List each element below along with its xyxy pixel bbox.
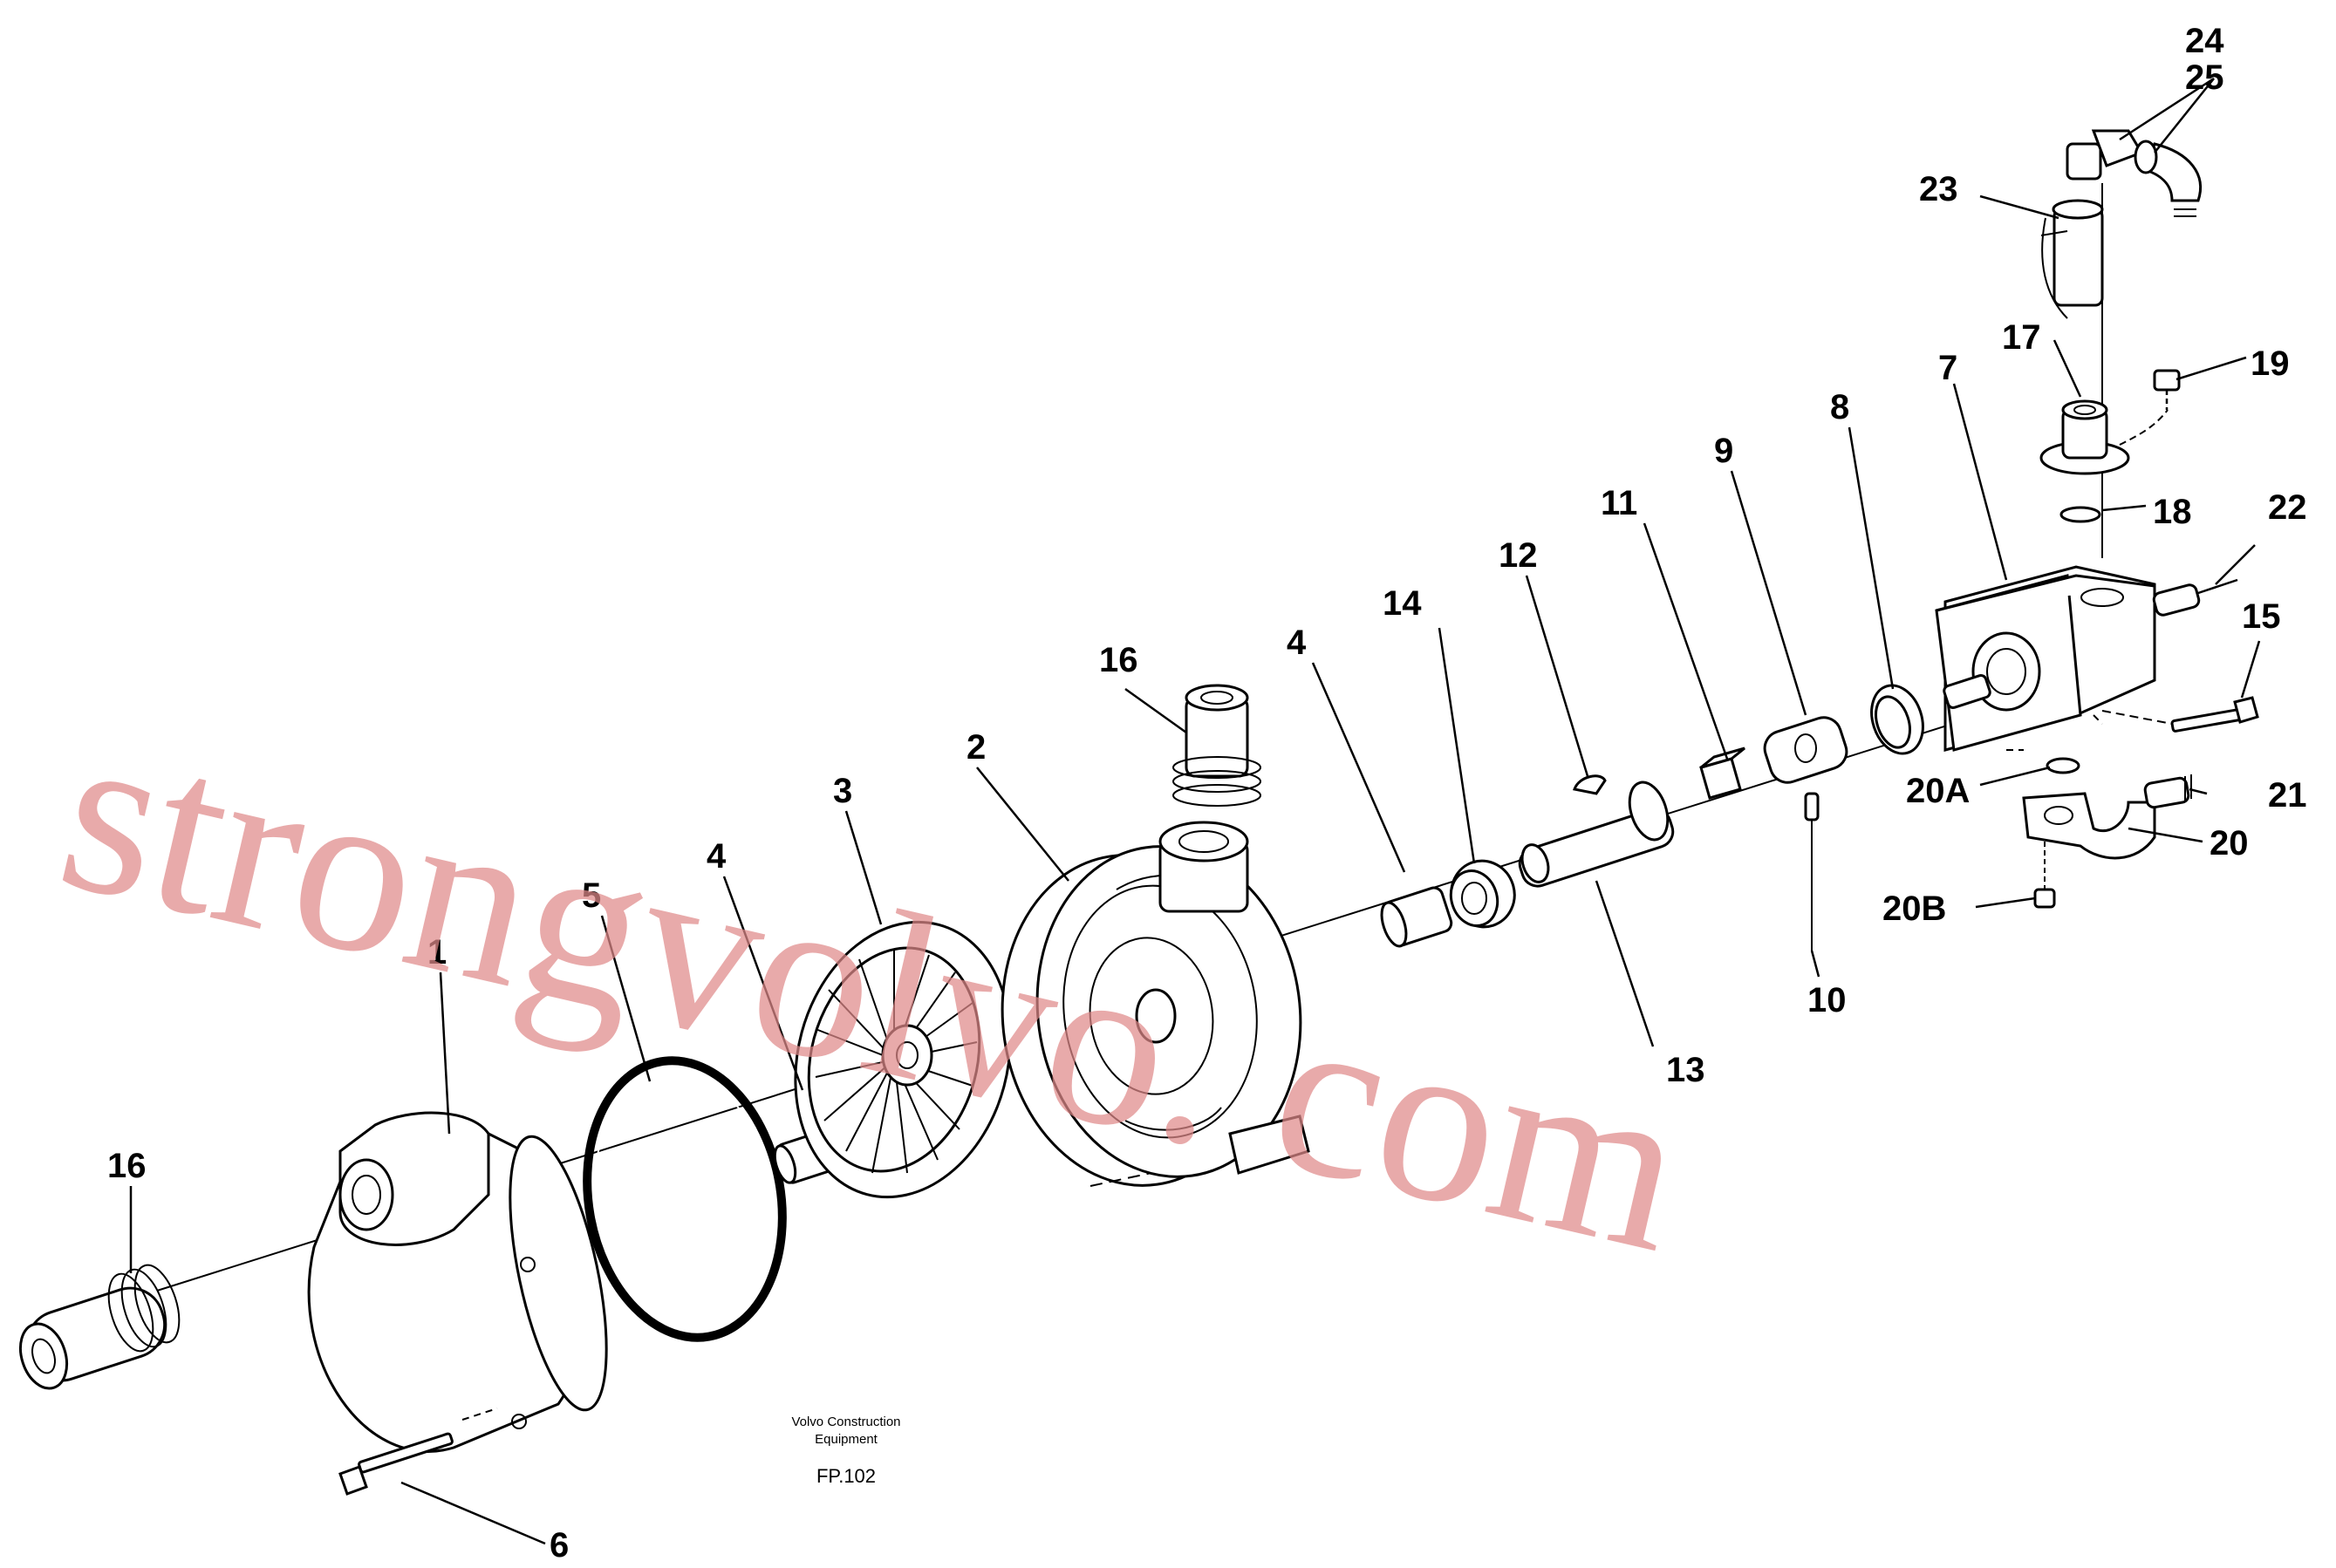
part-22-nipple: [2152, 578, 2238, 617]
callout-21: 21: [2268, 776, 2307, 815]
callout-4-right: 4: [1287, 624, 1307, 662]
part-21-nipple: [2143, 774, 2192, 809]
callout-9: 9: [1714, 432, 1733, 470]
part-20b-plug: [2033, 842, 2056, 909]
part-4-sleeve-right: [1380, 886, 1453, 948]
part-13-shaft: [1518, 781, 1675, 888]
callout-20b: 20B: [1882, 890, 1946, 928]
callout-13: 13: [1666, 1051, 1705, 1089]
callout-1: 1: [427, 933, 447, 971]
part-7-drive-block: [1935, 565, 2156, 752]
figure-code: FP.102: [816, 1465, 876, 1487]
footer-block: Volvo Construction Equipment FP.102: [791, 1415, 900, 1487]
footer-brand-line1: Volvo Construction: [791, 1415, 900, 1429]
callout-22: 22: [2268, 488, 2307, 527]
part-25-elbow: [2134, 140, 2203, 217]
callout-20a: 20A: [1906, 772, 1970, 810]
callout-14: 14: [1383, 584, 1422, 623]
part-3-impeller: [794, 920, 1012, 1199]
callout-16-top: 16: [1099, 641, 1138, 679]
callout-17: 17: [2002, 318, 2041, 357]
part-2-pump-housing: [1001, 821, 1310, 1187]
part-12-key: [1573, 774, 1607, 795]
callout-3: 3: [833, 772, 852, 810]
callout-19: 19: [2251, 344, 2290, 383]
callout-4-left: 4: [707, 837, 727, 876]
part-11-coupling: [1699, 747, 1745, 800]
part-19-bolt: [2153, 369, 2181, 410]
callout-2: 2: [967, 728, 986, 767]
callout-12: 12: [1499, 536, 1538, 575]
part-18-washer: [2059, 506, 2101, 523]
part-10-set-screw: [1804, 792, 1820, 951]
part-5-o-ring: [583, 1056, 787, 1342]
part-20a-washer: [2046, 757, 2080, 774]
leader-lines: [129, 77, 2261, 1545]
watermark-text: strongvolvo. com: [41, 677, 1706, 1302]
part-8-seal-ring: [1870, 684, 1924, 755]
part-6-bolt: [338, 1408, 498, 1496]
callout-16-left: 16: [107, 1147, 147, 1185]
callout-20: 20: [2210, 824, 2249, 862]
part-16-left-nozzle: [18, 1264, 181, 1390]
callout-6: 6: [550, 1526, 569, 1564]
callout-5: 5: [582, 876, 601, 915]
part-9-coupling-half: [1763, 716, 1848, 784]
callout-10: 10: [1807, 981, 1847, 1019]
part-16-top-nozzle: [1172, 684, 1261, 807]
part-23-adapter: [2040, 199, 2104, 319]
part-20-elbow-fitting: [2022, 792, 2156, 860]
callout-7: 7: [1938, 349, 1957, 387]
part-1-pump-cover: [307, 1111, 608, 1453]
callout-8: 8: [1830, 388, 1849, 426]
callout-18: 18: [2153, 493, 2192, 531]
part-17-union: [2039, 399, 2169, 475]
callout-24: 24: [2185, 22, 2224, 60]
callout-15: 15: [2242, 597, 2281, 636]
callout-labels: 1 2 3 4 4 5 6 7 8 9 10 11 12 13 14 15 16…: [107, 22, 2307, 1565]
callout-25: 25: [2185, 58, 2224, 97]
part-15-bolt: [2101, 696, 2259, 733]
part-14-bearing: [1449, 859, 1516, 929]
callout-23: 23: [1919, 170, 1958, 208]
callout-11: 11: [1601, 484, 1637, 522]
part-24-elbow: [2066, 129, 2144, 181]
footer-brand-line2: Equipment: [815, 1432, 878, 1447]
